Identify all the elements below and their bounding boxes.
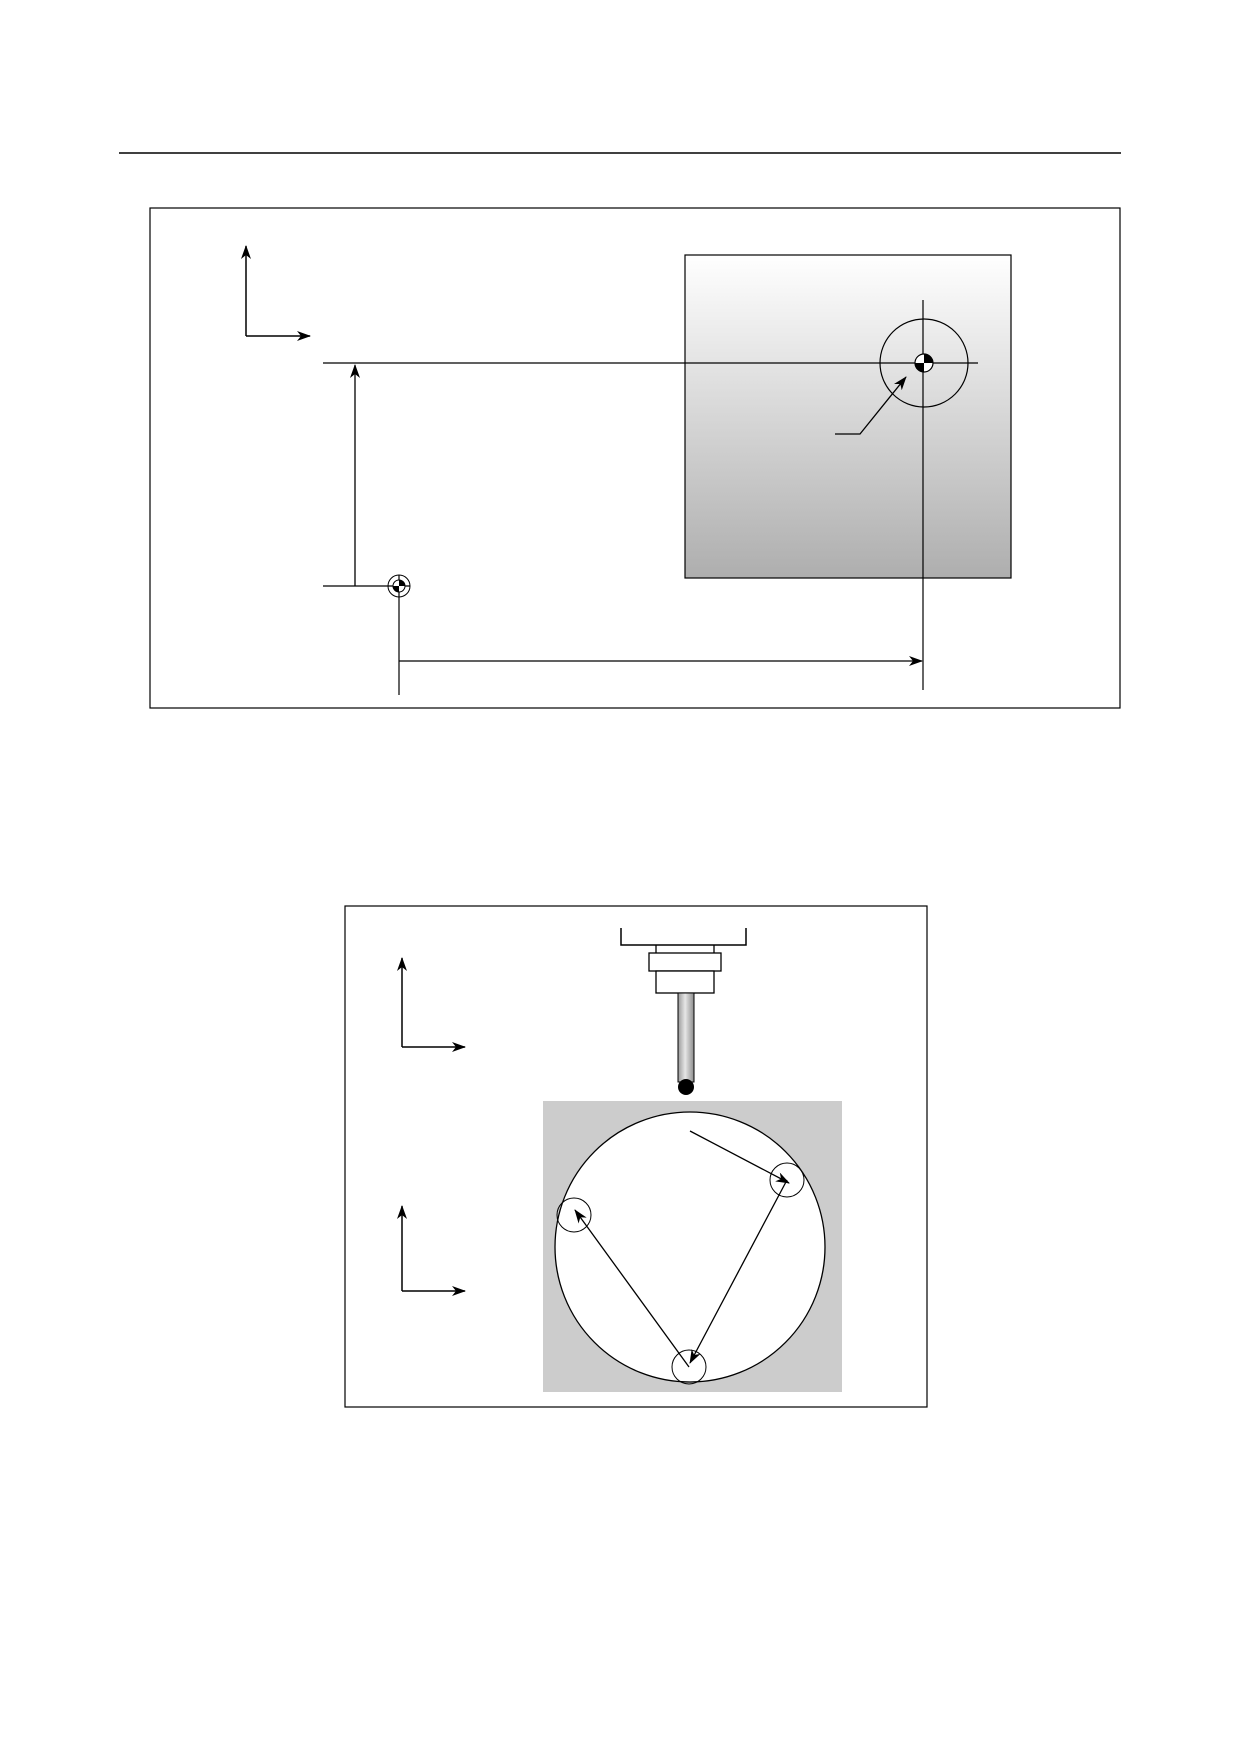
origin-symbol <box>387 574 411 598</box>
machine-axes-icon <box>397 957 466 1052</box>
coordinate-axes-icon <box>241 245 311 341</box>
touch-point-2 <box>671 1349 707 1385</box>
bore-circle <box>879 318 969 408</box>
spindle-housing <box>620 928 747 946</box>
touch-probe <box>620 928 747 1095</box>
probe-ball <box>678 1079 694 1095</box>
probe-path-arrow-2 <box>689 1179 788 1364</box>
probe-stylus <box>677 992 695 1083</box>
bore-leader-arrow <box>835 376 907 435</box>
workpiece <box>684 254 1012 579</box>
probe-body <box>655 970 715 994</box>
figure-bore-probing <box>344 905 928 1408</box>
probe-path-arrow-1 <box>689 1130 790 1184</box>
bore-circle <box>554 1111 826 1383</box>
workpiece-axes-icon <box>397 1205 466 1296</box>
figure-workpiece-offset <box>149 207 1121 709</box>
figure-1-frame <box>149 207 1121 709</box>
figure-2-frame <box>344 905 928 1408</box>
hole-center-symbol <box>914 353 934 373</box>
probe-path-arrow-3 <box>574 1209 690 1368</box>
probe-collar <box>648 952 722 972</box>
touch-point-3 <box>556 1197 592 1233</box>
touch-point-1 <box>769 1162 805 1198</box>
